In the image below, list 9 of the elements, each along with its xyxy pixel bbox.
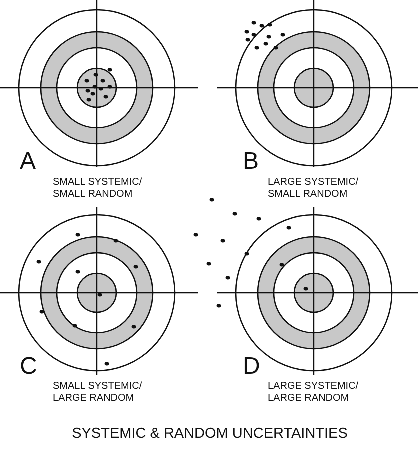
target-letter: D <box>243 355 260 379</box>
diagram-title: SYSTEMIC & RANDOM UNCERTAINTIES <box>71 425 349 443</box>
target-caption: LARGE SYSTEMIC/ SMALL RANDOM <box>268 177 360 201</box>
target-caption: LARGE SYSTEMIC/ LARGE RANDOM <box>268 381 360 405</box>
target-caption: SMALL SYSTEMIC/ SMALL RANDOM <box>53 177 144 201</box>
target-letter: C <box>20 355 38 379</box>
target-letter: A <box>20 150 36 174</box>
target-letter: B <box>243 150 260 174</box>
target-caption: SMALL SYSTEMIC/ LARGE RANDOM <box>53 381 144 405</box>
